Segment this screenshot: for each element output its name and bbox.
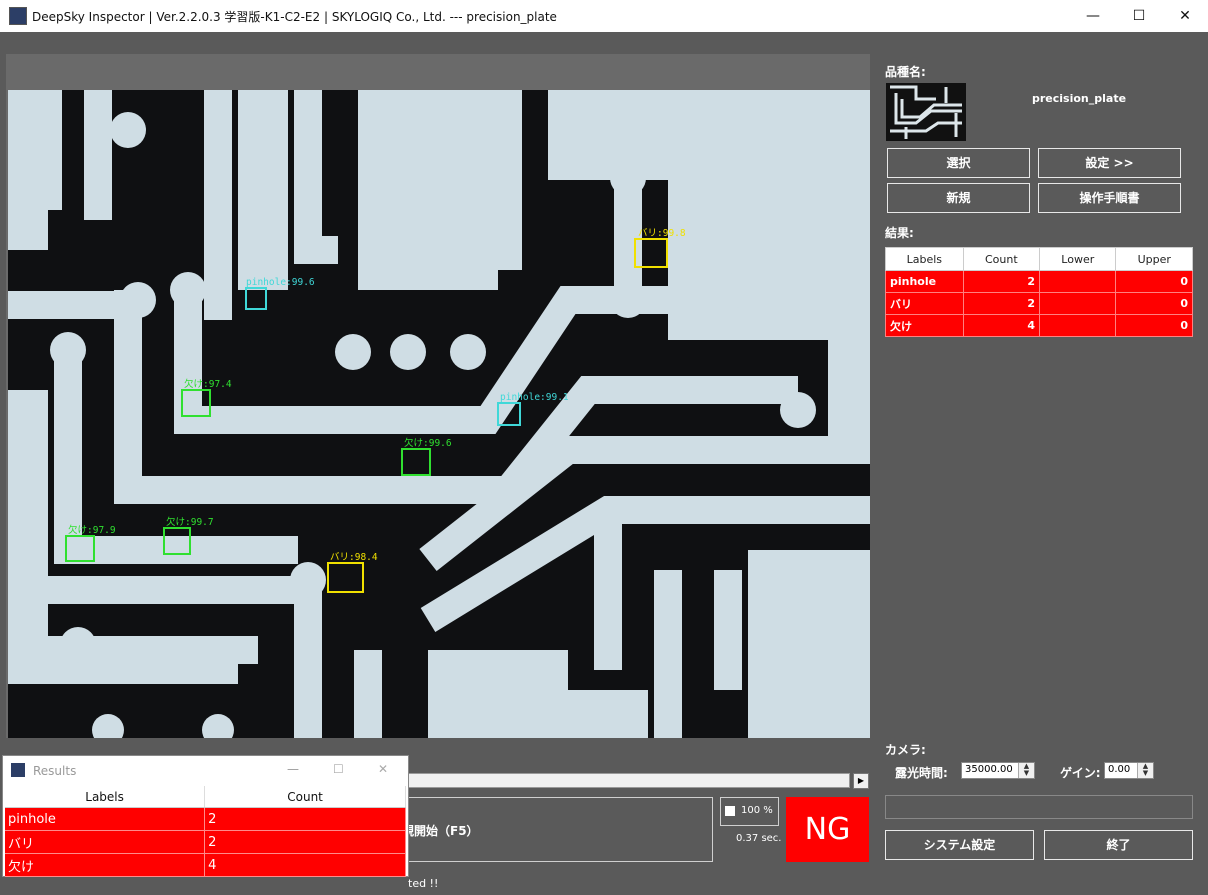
scroll-right-arrow-icon[interactable]: ▶ xyxy=(853,773,869,789)
column-header-lower: Lower xyxy=(1039,247,1117,271)
detection-box xyxy=(65,535,95,562)
results-minimize-button[interactable]: — xyxy=(287,762,299,776)
detection-label: バリ:98.4 xyxy=(330,552,378,563)
inspection-image[interactable]: バリ:99.8 pinhole:99.6 欠け:97.4 pinhole:99.… xyxy=(8,90,870,746)
product-heading: 品種名: xyxy=(885,65,926,79)
results-close-button[interactable]: ✕ xyxy=(378,762,389,776)
exit-button[interactable]: 終了 xyxy=(1044,830,1193,860)
zoom-checkbox[interactable] xyxy=(725,806,735,816)
results-maximize-button[interactable]: ☐ xyxy=(333,762,344,776)
zoom-toggle[interactable]: 100 % xyxy=(720,797,779,826)
elapsed-time: 0.37 sec. xyxy=(736,833,782,844)
exposure-label: 露光時間: xyxy=(895,766,948,780)
gain-value: 0.00 xyxy=(1108,764,1131,775)
table-row[interactable]: pinhole 2 0 xyxy=(885,270,1193,293)
stepper-arrows-icon[interactable]: ▲▼ xyxy=(1018,763,1034,778)
settings-button[interactable]: 設定 >> xyxy=(1038,148,1181,178)
detection-label: 欠け:99.7 xyxy=(166,516,214,528)
result-heading: 結果: xyxy=(885,226,914,240)
column-header-labels: Labels xyxy=(885,247,964,271)
start-monitor-button[interactable]: 視開始（F5） xyxy=(395,797,713,862)
detection-label: 欠け:97.4 xyxy=(184,378,232,390)
system-settings-button[interactable]: システム設定 xyxy=(885,830,1034,860)
exposure-stepper[interactable]: 35000.00 ▲▼ xyxy=(961,762,1035,779)
close-button[interactable]: ✕ xyxy=(1179,8,1191,24)
progress-bar xyxy=(885,795,1193,819)
manual-button[interactable]: 操作手順書 xyxy=(1038,183,1181,213)
detection-label: pinhole:99.6 xyxy=(246,277,315,288)
table-row[interactable]: バリ 2 xyxy=(5,830,406,854)
gain-stepper[interactable]: 0.00 ▲▼ xyxy=(1104,762,1154,779)
column-header-count: Count xyxy=(962,247,1041,271)
product-name: precision_plate xyxy=(1032,92,1127,105)
title-bar: DeepSky Inspector | Ver.2.2.0.3 学習版-K1-C… xyxy=(0,0,1208,32)
results-window[interactable]: Results — ☐ ✕ Labels Count pinhole 2 バリ … xyxy=(2,755,409,877)
detection-box xyxy=(245,287,267,310)
app-icon xyxy=(11,763,25,777)
detection-label: 欠け:99.6 xyxy=(404,437,452,449)
detection-box xyxy=(634,238,668,268)
detection-label: 欠け:97.9 xyxy=(68,524,116,536)
result-table: Labels Count Lower Upper pinhole 2 0 バリ … xyxy=(885,247,1193,337)
window-title: DeepSky Inspector | Ver.2.2.0.3 学習版-K1-C… xyxy=(32,10,557,24)
app-icon xyxy=(9,7,27,25)
table-row[interactable]: バリ 2 0 xyxy=(885,292,1193,315)
column-header-labels: Labels xyxy=(5,786,206,808)
product-thumbnail xyxy=(886,83,966,141)
table-row[interactable]: 欠け 4 0 xyxy=(885,314,1193,337)
exposure-value: 35000.00 xyxy=(965,764,1013,775)
gain-label: ゲイン: xyxy=(1060,766,1101,780)
results-table: Labels Count pinhole 2 バリ 2 欠け 4 xyxy=(5,786,406,877)
circuit-plate-image: バリ:99.8 pinhole:99.6 欠け:97.4 pinhole:99.… xyxy=(8,90,870,746)
select-button[interactable]: 選択 xyxy=(887,148,1030,178)
table-row[interactable]: 欠け 4 xyxy=(5,853,406,877)
camera-heading: カメラ: xyxy=(885,743,926,757)
zoom-value: 100 % xyxy=(741,805,773,816)
column-header-count: Count xyxy=(204,786,406,808)
minimize-button[interactable]: — xyxy=(1086,8,1100,24)
stepper-arrows-icon[interactable]: ▲▼ xyxy=(1137,763,1153,778)
detection-box xyxy=(163,527,191,555)
new-button[interactable]: 新規 xyxy=(887,183,1030,213)
horizontal-scrollbar[interactable] xyxy=(408,773,850,788)
status-message: ted !! xyxy=(408,877,439,890)
detection-label: バリ:99.8 xyxy=(638,228,686,239)
detection-label: pinhole:99.1 xyxy=(500,392,569,403)
judgement-indicator: NG xyxy=(786,797,869,862)
detection-box xyxy=(181,389,211,417)
detection-box xyxy=(497,402,521,426)
detection-box xyxy=(327,562,364,593)
detection-box xyxy=(401,448,431,476)
maximize-button[interactable]: ☐ xyxy=(1132,8,1146,24)
column-header-upper: Upper xyxy=(1115,247,1193,271)
start-monitor-label: 視開始（F5） xyxy=(402,824,479,838)
results-window-title: Results xyxy=(33,764,77,778)
table-row[interactable]: pinhole 2 xyxy=(5,807,406,831)
